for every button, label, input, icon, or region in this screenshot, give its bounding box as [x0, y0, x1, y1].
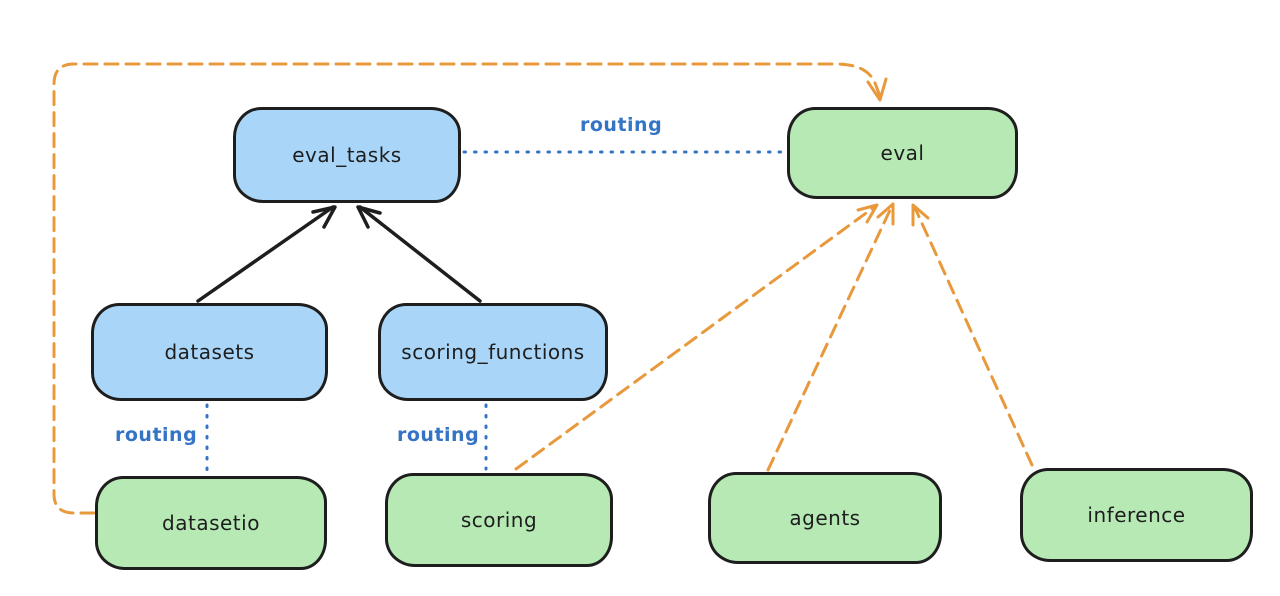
edge-inference-eval — [913, 206, 1034, 467]
node-datasetio-label: datasetio — [162, 511, 260, 535]
node-scoring: scoring — [385, 473, 613, 567]
edge-label-routing-left: routing — [115, 424, 198, 446]
node-inference-label: inference — [1087, 503, 1186, 527]
node-inference: inference — [1020, 468, 1253, 562]
node-scoring-functions: scoring_functions — [378, 303, 608, 401]
node-eval-tasks-label: eval_tasks — [292, 143, 402, 167]
node-eval-tasks: eval_tasks — [233, 107, 461, 203]
node-eval-label: eval — [880, 141, 925, 165]
edge-agents-eval — [766, 206, 893, 472]
node-datasets-label: datasets — [164, 340, 255, 364]
node-scoring-functions-label: scoring_functions — [401, 340, 585, 364]
edge-label-routing-middle: routing — [397, 424, 480, 446]
arrowhead-datasets-evaltasks — [311, 205, 337, 229]
node-datasets: datasets — [91, 303, 328, 401]
arrowhead-inference-eval — [911, 203, 930, 227]
node-scoring-label: scoring — [460, 508, 538, 532]
edge-scoringfunctions-evaltasks — [358, 205, 482, 303]
edge-scoring-eval — [514, 206, 875, 471]
arrowhead-datasetio-eval — [866, 77, 888, 102]
node-eval: eval — [787, 107, 1018, 199]
arrowhead-agents-eval — [876, 202, 895, 226]
node-agents-label: agents — [789, 506, 861, 530]
edge-datasets-evaltasks — [196, 205, 335, 303]
arrowhead-scoring-eval — [856, 203, 879, 224]
node-agents: agents — [708, 472, 942, 564]
edge-datasetio-eval — [52, 62, 882, 515]
edge-label-routing-top: routing — [580, 114, 663, 136]
arrowhead-scoringfunctions-evaltasks — [356, 205, 382, 229]
node-datasetio: datasetio — [95, 476, 327, 570]
